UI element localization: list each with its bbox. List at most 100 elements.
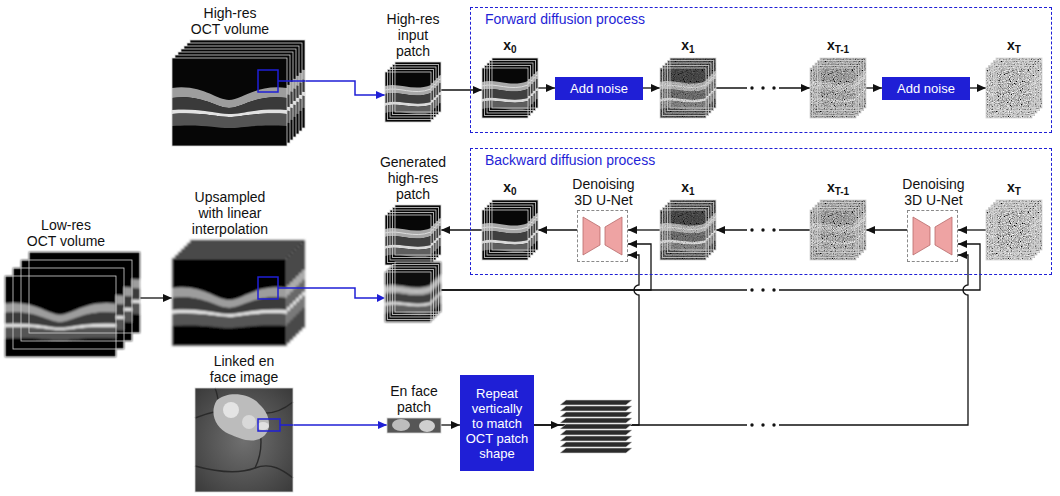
- flow-arrow: [305, 81, 385, 95]
- patch-highlight: [258, 277, 278, 299]
- figure-part: [195, 388, 293, 478]
- node-label: En face patch: [384, 383, 444, 415]
- box-text: Add noise: [560, 81, 638, 96]
- oct-patch: High-res input patch: [385, 62, 441, 122]
- figure-part: [385, 262, 441, 322]
- figure-part: [772, 228, 775, 231]
- node-label: Linked en face image: [208, 353, 280, 385]
- repeated-slices: [560, 400, 632, 453]
- figure-part: [560, 424, 632, 429]
- figure-part: [172, 40, 305, 146]
- figure-part: [660, 58, 716, 118]
- figure-part: [810, 58, 866, 118]
- leader-line: [278, 288, 378, 298]
- oct-volume: High-res OCT volume: [172, 40, 305, 146]
- flow-arrow: [534, 255, 639, 425]
- figure-part: [5, 252, 140, 357]
- node-label: Generated high-res patch: [376, 154, 450, 202]
- figure-part: [747, 83, 779, 93]
- network-block: Denoising 3D U-Net: [577, 210, 628, 262]
- figure-part: [761, 288, 764, 291]
- en-face-patch: En face patch: [387, 418, 441, 433]
- ellipsis-dots: [747, 83, 779, 93]
- figure-part: [986, 58, 1042, 118]
- flow-arrow: [293, 424, 387, 426]
- figure-part: [13, 268, 124, 349]
- patch-stack: [385, 205, 441, 265]
- figure-part: [385, 205, 441, 265]
- flow-arrow: [866, 87, 882, 88]
- oct-volume-stack: [5, 252, 140, 357]
- figure-part: [660, 200, 716, 260]
- patch-stack: [660, 200, 716, 260]
- figure-part: [750, 86, 753, 89]
- figure-part: [660, 200, 716, 260]
- patch-stack: [810, 58, 866, 118]
- state-patch: xT-1: [810, 200, 866, 260]
- flow-arrow: [970, 87, 986, 88]
- figure-part: [810, 200, 866, 260]
- symbol-index: 0: [511, 186, 517, 197]
- figure-part: [913, 217, 930, 255]
- figure-part: [482, 200, 538, 260]
- patch-stack: [482, 58, 538, 118]
- patch-stack: [986, 58, 1042, 118]
- figure-part: [223, 402, 239, 418]
- symbol-letter: x: [827, 179, 835, 195]
- en-face-patch: [387, 418, 441, 433]
- fundus-image: [195, 388, 293, 492]
- network-block: Denoising 3D U-Net: [907, 210, 958, 262]
- symbol-letter: x: [681, 37, 689, 53]
- figure-part: [195, 388, 293, 492]
- symbol-index: T: [1015, 186, 1021, 197]
- symbol-index: T: [1015, 44, 1021, 55]
- ellipsis-dots: [747, 420, 779, 430]
- operation-box: Add noise: [555, 77, 643, 100]
- figure-part: [387, 418, 441, 433]
- figure-part: [560, 406, 632, 411]
- oct-volume: Upsampled with linear interpolation: [172, 240, 441, 346]
- figure-part: [385, 62, 441, 122]
- state-patch: x0: [482, 200, 538, 260]
- figure-part: [560, 430, 632, 435]
- flow-arrow: [534, 255, 968, 425]
- patch-stack: [660, 58, 716, 118]
- flow-arrow: [441, 424, 460, 425]
- patch-stack: [385, 62, 441, 122]
- flow-arrow: [866, 229, 907, 230]
- patch-highlight: [258, 70, 278, 92]
- figure-part: [242, 415, 256, 429]
- arrow-head: [551, 421, 560, 429]
- state-patch: x0: [482, 58, 538, 118]
- figure-part: [810, 58, 866, 118]
- symbol-index: T-1: [835, 186, 849, 197]
- figure-part: [195, 466, 293, 478]
- flow-arrow: [441, 229, 482, 230]
- node-label: xT: [992, 37, 1036, 55]
- figure-part: [560, 442, 632, 447]
- symbol-letter: x: [681, 179, 689, 195]
- oct-volume-stack: [172, 240, 305, 346]
- group-title: Forward diffusion process: [485, 11, 645, 27]
- figure-part: [172, 240, 305, 346]
- node-label: xT-1: [816, 179, 860, 197]
- figure-part: [761, 423, 764, 426]
- figure-part: [750, 423, 753, 426]
- unet-icon: [583, 217, 622, 255]
- symbol-index: 1: [689, 44, 695, 55]
- figure-part: [772, 86, 775, 89]
- node-label: High-res OCT volume: [189, 5, 271, 37]
- figure-part: [560, 418, 632, 423]
- patch-stack: [986, 200, 1042, 260]
- operation-box: Repeat vertically to match OCT patch sha…: [460, 375, 534, 471]
- figure-part: [772, 423, 775, 426]
- symbol-index: 1: [689, 186, 695, 197]
- node-label: Denoising 3D U-Net: [566, 176, 642, 208]
- figure-part: [605, 217, 622, 255]
- patch-stack: [385, 262, 441, 322]
- patch-highlight: [258, 419, 280, 431]
- figure-part: [810, 200, 866, 260]
- node-label: x0: [488, 179, 532, 197]
- figure-part: [29, 252, 140, 333]
